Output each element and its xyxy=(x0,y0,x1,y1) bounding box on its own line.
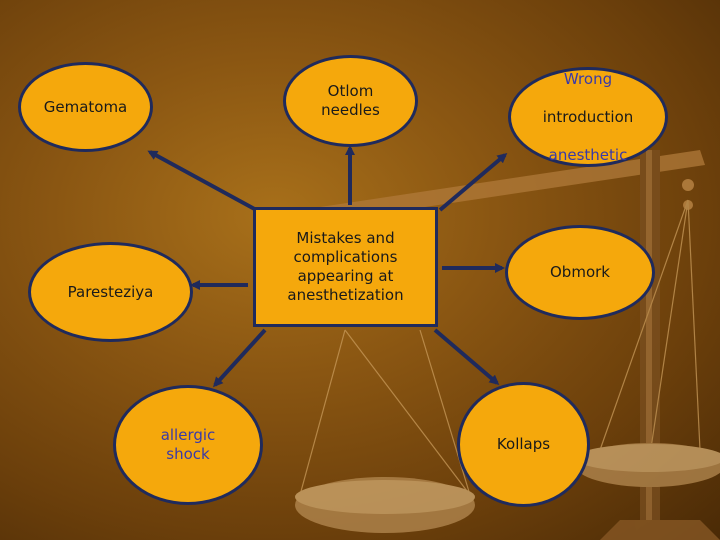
gematoma-node: Gematoma xyxy=(18,62,153,152)
obmork-node: Obmork xyxy=(505,225,655,320)
kollaps-node: Kollaps xyxy=(457,382,590,507)
otlom-needles-node-label: Otlom needles xyxy=(321,82,380,119)
kollaps-node-label: Kollaps xyxy=(496,435,551,453)
allergic-shock-node-label: allergic shock xyxy=(160,426,216,463)
introduction-line: introduction xyxy=(542,107,634,126)
wrong-introduction-node: Wrong introduction anesthetic xyxy=(508,67,668,167)
gematoma-node-label: Gematoma xyxy=(43,97,128,116)
center-node-label: Mistakes and complications appearing at … xyxy=(287,229,404,304)
paresteziya-node-label: Paresteziya xyxy=(67,282,154,301)
arrow-to-wrong xyxy=(438,153,508,212)
anesthetic-line: anesthetic xyxy=(548,145,628,164)
obmork-node-label: Obmork xyxy=(550,263,610,281)
otlom-needles-node: Otlom needles xyxy=(283,55,418,147)
paresteziya-node: Paresteziya xyxy=(28,242,193,342)
wrong-introduction-node-label: Wrong introduction anesthetic xyxy=(543,51,634,184)
arrow-to-kollaps xyxy=(433,328,500,385)
arrow-to-gematoma xyxy=(147,150,261,214)
center-node: Mistakes and complications appearing at … xyxy=(253,207,438,327)
arrow-to-allergic xyxy=(212,328,267,388)
allergic-shock-node: allergic shock xyxy=(113,385,263,505)
wrong-line: Wrong xyxy=(563,69,613,88)
